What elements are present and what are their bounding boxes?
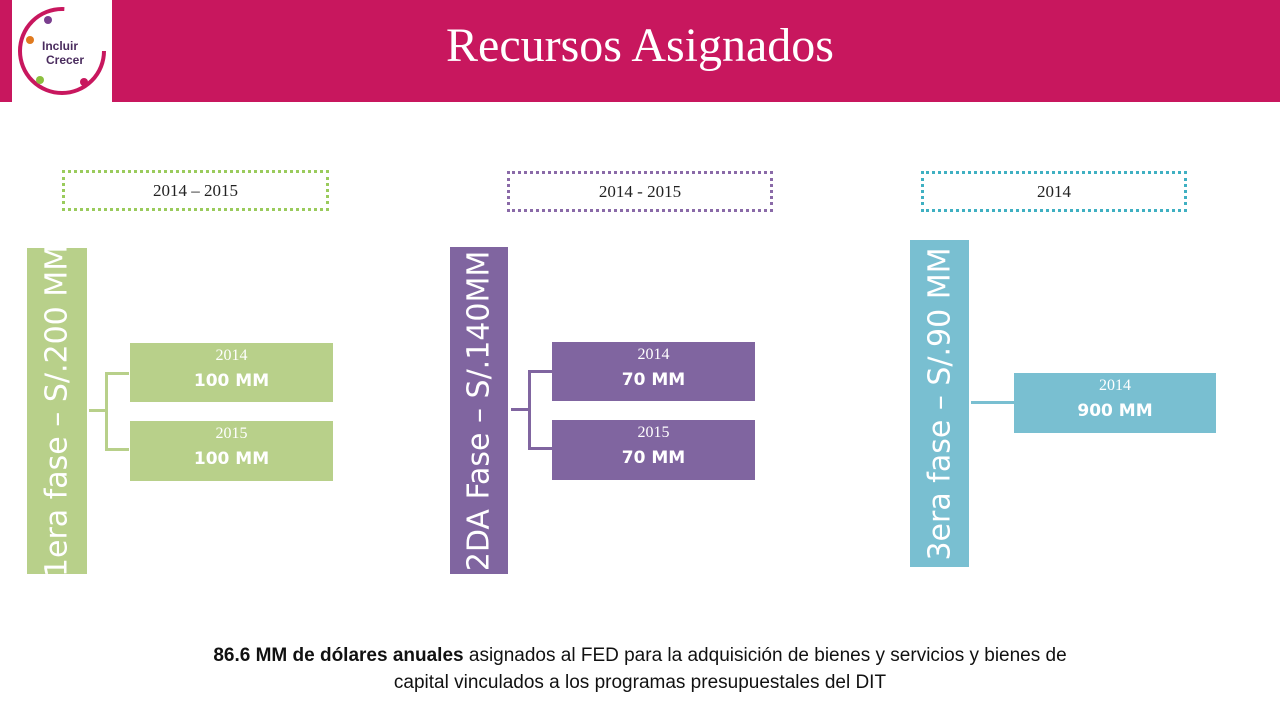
connector-3 <box>971 401 1014 404</box>
header-bar: Incluir Crecer Recursos Asignados <box>0 0 1280 102</box>
item-year: 2014 <box>1099 377 1131 394</box>
connector-1 <box>89 409 107 412</box>
footer-note: 86.6 MM de dólares anuales asignados al … <box>200 642 1080 696</box>
bracket-1 <box>105 372 108 451</box>
phase-label-1: 1era fase – S/.200 MM <box>39 244 75 578</box>
phase-bar-2: 2DA Fase – S/.140MM <box>450 247 508 574</box>
logo: Incluir Crecer <box>12 0 112 102</box>
bracket-1-bottom <box>105 448 129 451</box>
logo-line2: Crecer <box>46 53 84 67</box>
phase-bar-3: 3era fase – S/.90 MM <box>910 240 969 567</box>
item-amount: 900 MM <box>1077 401 1153 421</box>
period-box-2: 2014 - 2015 <box>507 171 773 212</box>
item-amount: 70 MM <box>621 370 686 390</box>
page-title: Recursos Asignados <box>446 19 834 72</box>
phase-label-2: 2DA Fase – S/.140MM <box>461 250 497 571</box>
item-box-2-2: 2015 70 MM <box>552 420 755 480</box>
item-amount: 100 MM <box>193 371 270 391</box>
period-box-1: 2014 – 2015 <box>62 170 329 211</box>
item-box-3-1: 2014 900 MM <box>1014 373 1216 433</box>
bracket-1-top <box>105 372 129 375</box>
item-box-1-1: 2014 100 MM <box>130 343 333 402</box>
phase-label-3: 3era fase – S/.90 MM <box>922 246 957 561</box>
item-year: 2015 <box>637 424 670 441</box>
period-box-3: 2014 <box>921 171 1187 212</box>
item-box-2-1: 2014 70 MM <box>552 342 755 401</box>
bracket-2-bottom <box>528 447 552 450</box>
item-year: 2014 <box>215 347 248 364</box>
footer-rest: asignados al FED para la adquisición de … <box>393 645 1067 693</box>
footer-bold: 86.6 MM de dólares anuales <box>213 645 464 666</box>
connector-2 <box>511 408 530 411</box>
item-amount: 70 MM <box>621 448 686 468</box>
logo-line1: Incluir <box>42 39 78 53</box>
phase-bar-1: 1era fase – S/.200 MM <box>27 244 87 578</box>
bracket-2 <box>528 370 531 450</box>
item-year: 2014 <box>637 346 670 363</box>
item-amount: 100 MM <box>193 449 270 469</box>
item-box-1-2: 2015 100 MM <box>130 421 333 481</box>
bracket-2-top <box>528 370 552 373</box>
incluir-crecer-logo-icon: Incluir Crecer <box>18 7 106 95</box>
item-year: 2015 <box>215 425 248 442</box>
